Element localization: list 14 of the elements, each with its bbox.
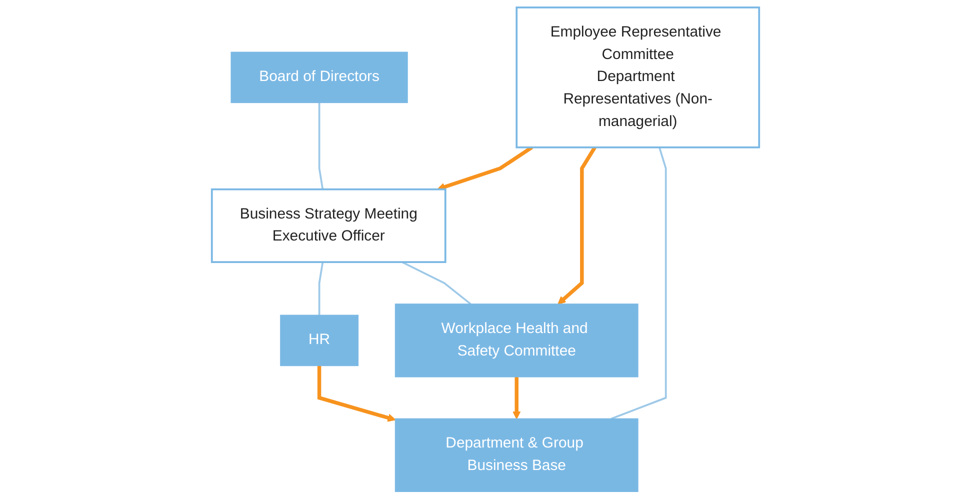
arrow	[437, 146, 534, 191]
connector	[318, 102, 324, 190]
node-box: HR	[280, 314, 359, 366]
node-box: Board of Directors	[230, 52, 408, 104]
arrow	[558, 146, 596, 304]
arrow	[317, 366, 396, 422]
connector	[318, 262, 324, 316]
node-box: Workplace Health and Safety Committee	[394, 304, 638, 378]
node-box: Department & Group Business Base	[394, 418, 638, 492]
node-box: Employee Representative Committee Department Representatives (Non-managerial)	[516, 6, 760, 148]
connector	[402, 261, 472, 305]
node-box: Business Strategy Meeting Executive Officer	[210, 188, 446, 264]
arrow	[512, 376, 521, 420]
connector	[610, 147, 667, 420]
